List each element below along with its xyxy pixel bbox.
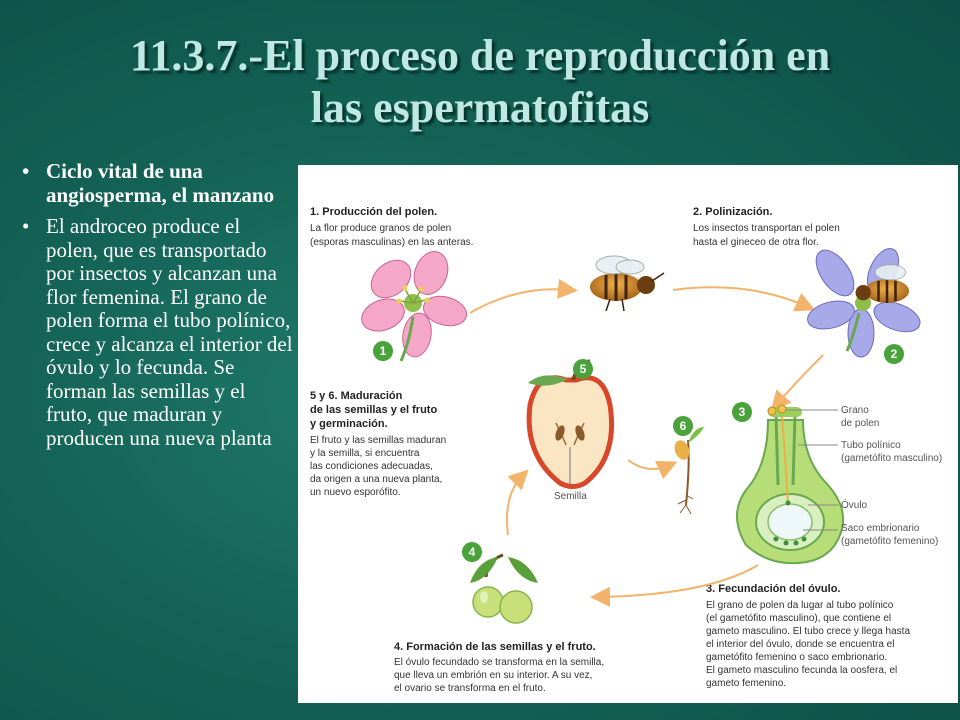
step-3-badge-number: 3 — [739, 405, 746, 419]
arrow-bee-to-2 — [672, 286, 816, 312]
bullet-text: Ciclo vital de una angiosperma, el manza… — [46, 159, 275, 207]
step3-text-line: (el gametófito masculino), que contiene … — [706, 613, 891, 624]
step3-text-line: gametófito femenino o saco embrionario. — [706, 652, 887, 663]
step-3-badge — [732, 402, 752, 422]
step3-text-line: gameto femenino. — [706, 678, 786, 689]
step3-heading: 3. Fecundación del óvulo. — [706, 583, 840, 595]
step-4-badge-number: 4 — [469, 545, 476, 559]
bullet-dot-icon: • — [22, 159, 30, 183]
step-1-badge — [373, 341, 393, 361]
cycle-arrows — [469, 278, 824, 607]
label-saco: (gametófito femenino) — [841, 536, 938, 547]
step-5-badge — [573, 359, 593, 379]
step4-text-line: El óvulo fecundado se transforma en la s… — [394, 657, 604, 668]
bullet-item: • El androceo produce el polen, que es tr… — [16, 214, 294, 450]
step-badges: 1 2 3 4 5 6 — [373, 341, 904, 562]
arrow-1-to-2 — [469, 278, 578, 314]
pistil-cross-section-icon — [736, 404, 844, 565]
step2-text-line: hasta el gineceo de otra flor. — [693, 237, 819, 248]
blue-flower-icon — [807, 248, 921, 358]
slide-title-line2: las espermatofitas — [310, 83, 650, 132]
step-5-badge-number: 5 — [580, 362, 587, 376]
step56-heading-line: 5 y 6. Maduración — [310, 390, 403, 402]
apple-cross-section-icon — [526, 359, 615, 489]
step1-text-line: La flor produce granos de polen — [310, 223, 451, 234]
diagram-canvas: 1. Producción del polen. La flor produce… — [310, 206, 942, 694]
step56-heading-line: y germinación. — [310, 418, 388, 430]
step2-text-line: Los insectos transportan el polen — [693, 223, 840, 234]
step1-text-line: (esporas masculinas) en las anteras. — [310, 237, 473, 248]
step56-text-line: El fruto y las semillas maduran — [310, 435, 446, 446]
step3-text-line: El grano de polen da lugar al tubo polín… — [706, 600, 894, 611]
label-grano: Grano — [841, 405, 869, 416]
step56-text-line: un nuevo esporófito. — [310, 487, 401, 498]
life-cycle-diagram: 1. Producción del polen. La flor produce… — [298, 165, 958, 703]
arrow-5-to-6 — [627, 459, 678, 480]
bee-icon — [590, 255, 665, 312]
step-6-badge-number: 6 — [680, 419, 687, 433]
step-6-badge — [673, 416, 693, 436]
step-2-badge-number: 2 — [891, 347, 898, 361]
label-grano: de polen — [841, 418, 879, 429]
seedling-icon — [674, 427, 704, 515]
step4-text-line: que lleva un embrión en su interior. A s… — [394, 670, 592, 681]
step-1-badge-number: 1 — [380, 344, 387, 358]
pink-flower-icon — [361, 251, 468, 362]
arrow-4-to-5 — [506, 469, 529, 536]
label-tubo: (gametófito masculino) — [841, 453, 942, 464]
arrow-3-to-4 — [590, 564, 759, 607]
step56-heading-line: de las semillas y el fruto — [310, 404, 437, 416]
arrow-2-to-3 — [770, 354, 824, 412]
step3-text-line: el interior del óvulo, donde se encuentr… — [706, 639, 894, 650]
slide-title-line1: 11.3.7.-El proceso de reproducción en — [129, 31, 831, 80]
step2-heading: 2. Polinización. — [693, 206, 772, 218]
step3-text-line: El gameto masculino fecunda la oosfera, … — [706, 665, 897, 676]
step1-heading: 1. Producción del polen. — [310, 206, 437, 218]
slide-title: 11.3.7.-El proceso de reproducción en la… — [0, 30, 960, 134]
label-semilla: Semilla — [554, 491, 587, 502]
label-tubo: Tubo polínico — [841, 440, 901, 451]
step-4-badge — [462, 542, 482, 562]
step56-text-line: y la semilla, si encuentra — [310, 448, 420, 459]
step-2-badge — [884, 344, 904, 364]
step4-text-line: el ovario se transforma en el fruto. — [394, 683, 546, 694]
label-ovulo: Óvulo — [841, 498, 868, 511]
step3-text-line: gameto masculino. El tubo crece y llega … — [706, 626, 910, 637]
bullet-item: • Ciclo vital de una angiosperma, el manz… — [16, 159, 294, 207]
label-saco: Saco embrionario — [841, 523, 920, 534]
step56-text-line: da origen a una nueva planta, — [310, 474, 442, 485]
bullet-text: El androceo produce el polen, que es tra… — [46, 214, 293, 450]
step4-heading: 4. Formación de las semillas y el fruto. — [394, 641, 596, 653]
green-apples-icon — [470, 553, 538, 624]
bullet-dot-icon: • — [22, 214, 30, 238]
step56-text-line: las condiciones adecuadas, — [310, 461, 433, 472]
bullet-list: • Ciclo vital de una angiosperma, el manz… — [16, 159, 294, 458]
